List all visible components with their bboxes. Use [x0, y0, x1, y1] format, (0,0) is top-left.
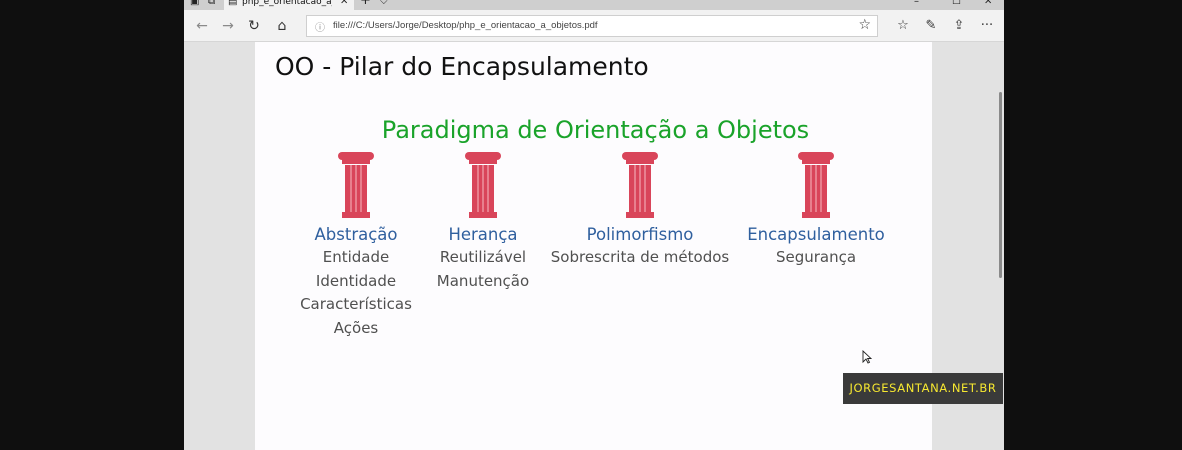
tab-pdf[interactable]: ▤ php_e_orientacao_a_obj ✕ — [224, 0, 354, 10]
pillar-icon — [338, 152, 374, 218]
tab-title: php_e_orientacao_a_obj — [242, 0, 332, 7]
forward-icon[interactable]: → — [222, 18, 234, 34]
pillar-item: Segurança — [775, 248, 857, 266]
pdf-viewer: OO - Pilar do Encapsulamento Paradigma d… — [184, 42, 1004, 450]
pillar-icon — [465, 152, 501, 218]
info-icon[interactable]: ⓘ — [315, 23, 325, 34]
tab-strip: ▣ ⧉ ▤ php_e_orientacao_a_obj ✕ + ⌵ – ☐ ✕ — [184, 0, 1004, 10]
pillar-item: Sobrescrita de métodos — [550, 248, 730, 266]
pillar-icon — [622, 152, 658, 218]
new-tab-icon[interactable]: + — [360, 0, 371, 8]
close-tab-icon[interactable]: ✕ — [340, 0, 349, 7]
share-icon[interactable]: ⇪ — [953, 18, 965, 33]
close-window-button[interactable]: ✕ — [984, 0, 993, 7]
pillar-item: Reutilizável — [439, 248, 527, 266]
pillar-item: Entidade — [322, 248, 390, 266]
minimize-button[interactable]: – — [914, 0, 919, 7]
pillar-item: Ações — [333, 318, 379, 337]
pillar-name: Encapsulamento — [747, 225, 885, 244]
watermark-label: JORGESANTANA.NET.BR — [843, 373, 1003, 404]
chevron-down-icon[interactable]: ⌵ — [380, 0, 388, 7]
favorites-hub-icon[interactable]: ☆ — [897, 18, 909, 33]
slide-subtitle: Paradigma de Orientação a Objetos — [381, 116, 810, 144]
pillar-column-polimorfismo: Polimorfismo Sobrescrita de métodos — [540, 150, 740, 270]
maximize-button[interactable]: ☐ — [952, 0, 961, 7]
back-icon[interactable]: ← — [196, 18, 208, 34]
pillar-name: Herança — [448, 225, 518, 244]
set-aside-icon[interactable]: ⧉ — [208, 0, 216, 7]
browser-window: ▣ ⧉ ▤ php_e_orientacao_a_obj ✕ + ⌵ – ☐ ✕… — [184, 0, 1004, 450]
pillar-item: Características — [300, 295, 412, 313]
tab-preview-icon[interactable]: ▣ — [190, 0, 200, 7]
page-icon: ▤ — [228, 0, 238, 7]
pillar-column-abstracao: Abstração Entidade Identidade Caracterís… — [256, 150, 456, 340]
pillar-icon — [798, 152, 834, 218]
more-icon[interactable]: ··· — [980, 18, 994, 33]
address-bar[interactable]: ⓘ file:///C:/Users/Jorge/Desktop/php_e_o… — [306, 15, 878, 37]
vertical-scrollbar[interactable] — [999, 92, 1002, 278]
pillar-item: Manutenção — [436, 271, 530, 290]
mouse-cursor-icon — [862, 350, 872, 364]
home-icon[interactable]: ⌂ — [277, 18, 287, 34]
pillar-column-heranca: Herança Reutilizável Manutenção — [383, 150, 583, 293]
url-text[interactable]: file:///C:/Users/Jorge/Desktop/php_e_ori… — [333, 20, 598, 31]
favorite-star-icon[interactable]: ☆ — [858, 17, 871, 33]
pillar-name: Polimorfismo — [586, 225, 694, 244]
pillar-column-encapsulamento: Encapsulamento Segurança — [716, 150, 916, 270]
page-title: OO - Pilar do Encapsulamento — [275, 52, 649, 81]
notes-icon[interactable]: ✎ — [925, 18, 937, 33]
refresh-icon[interactable]: ↻ — [248, 18, 260, 34]
pillar-name: Abstração — [314, 225, 398, 244]
pillar-item: Identidade — [315, 271, 397, 290]
navigation-bar: ← → ↻ ⌂ ⓘ file:///C:/Users/Jorge/Desktop… — [184, 10, 1004, 42]
pdf-page: OO - Pilar do Encapsulamento Paradigma d… — [255, 42, 932, 450]
